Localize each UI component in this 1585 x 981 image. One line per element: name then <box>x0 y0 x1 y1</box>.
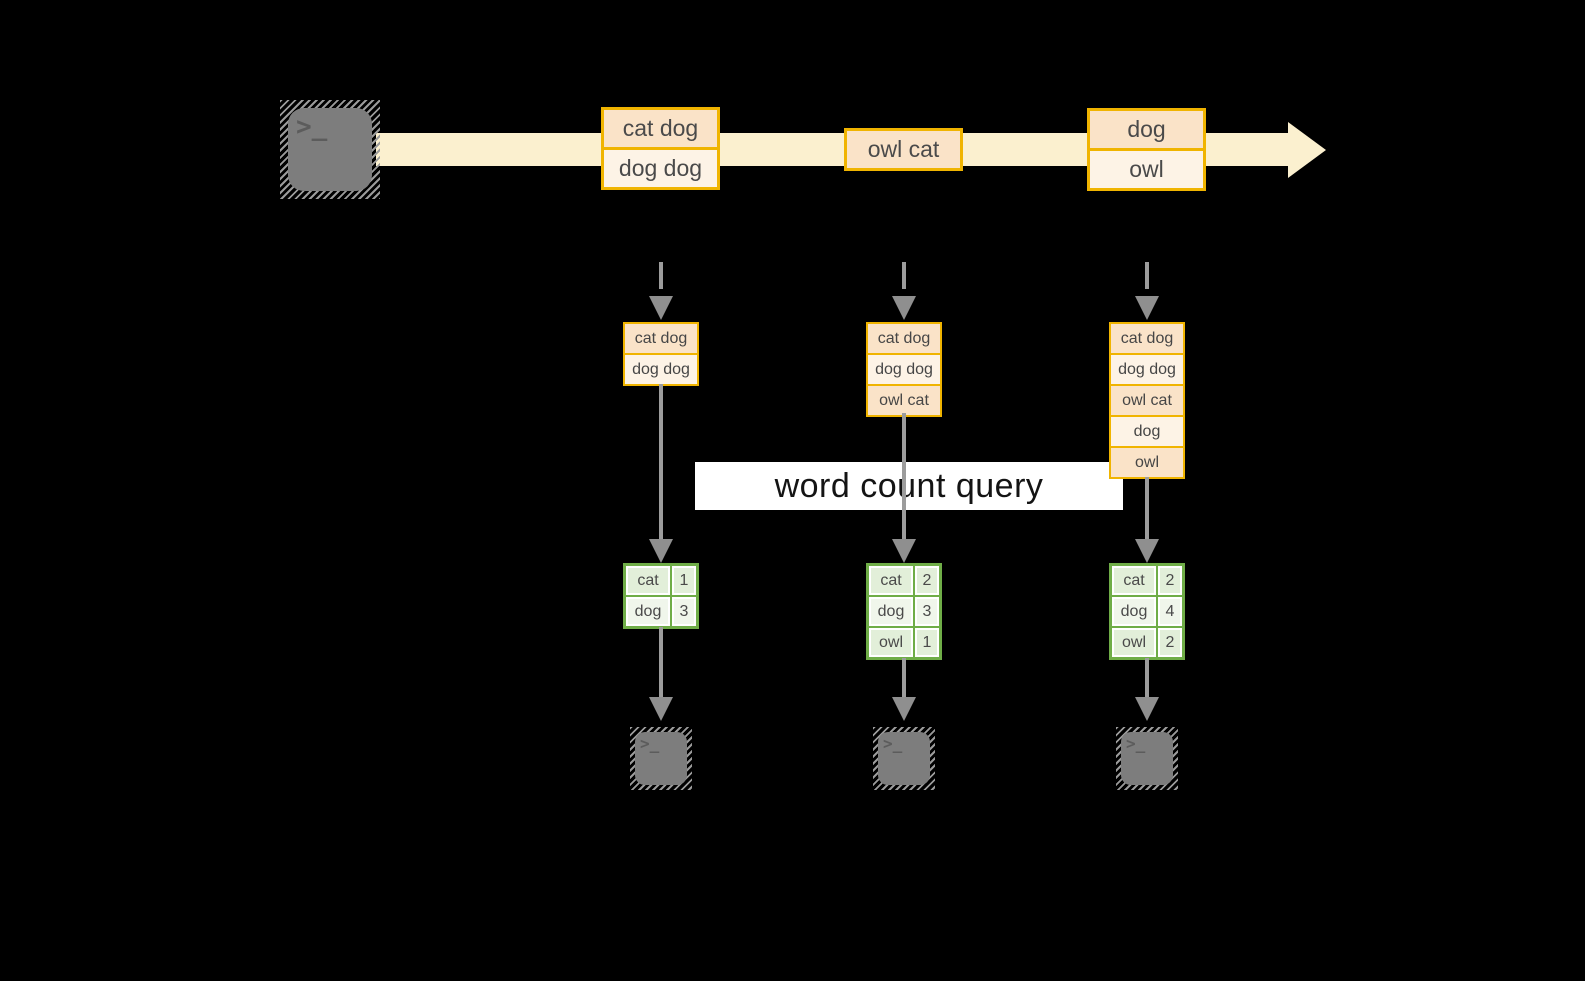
output-arrow-2 <box>902 658 906 697</box>
table-row: cat 1 <box>626 566 696 595</box>
buffered-record: dog dog <box>625 355 697 384</box>
buffered-record: dog dog <box>868 355 940 384</box>
word-cell: owl <box>1112 628 1156 657</box>
count-cell: 2 <box>915 566 939 595</box>
terminal-screen <box>1121 732 1173 785</box>
buffered-record: owl cat <box>868 386 940 415</box>
table-row: cat 2 <box>1112 566 1182 595</box>
word-cell: dog <box>869 597 913 626</box>
table-row: owl 2 <box>1112 628 1182 657</box>
buffered-record: cat dog <box>625 324 697 353</box>
terminal-icon: >_ <box>630 727 692 790</box>
record: cat dog <box>604 110 717 147</box>
buffer-stack-1: cat dog dog dog <box>623 322 699 386</box>
query-arrow-3 <box>1145 477 1149 540</box>
buffer-stack-3: cat dog dog dog owl cat dog owl <box>1109 322 1185 479</box>
ingest-arrow-1 <box>659 262 663 289</box>
query-arrow-2 <box>902 413 906 540</box>
record: dog <box>1090 111 1203 148</box>
stream-batch-2: owl cat <box>844 128 963 171</box>
terminal-screen <box>878 732 930 785</box>
table-row: cat 2 <box>869 566 939 595</box>
buffered-record: dog dog <box>1111 355 1183 384</box>
output-arrow-1 <box>659 627 663 697</box>
query-arrowhead-3-icon <box>1135 539 1159 563</box>
output-arrowhead-3-icon <box>1135 697 1159 721</box>
word-cell: cat <box>869 566 913 595</box>
terminal-screen <box>635 732 687 785</box>
buffered-record: cat dog <box>868 324 940 353</box>
terminal-icon: >_ <box>873 727 935 790</box>
query-arrowhead-1-icon <box>649 539 673 563</box>
count-cell: 1 <box>672 566 696 595</box>
ingest-arrowhead-3-icon <box>1135 296 1159 320</box>
word-cell: dog <box>626 597 670 626</box>
buffered-record: owl cat <box>1111 386 1183 415</box>
count-table-2: cat 2 dog 3 owl 1 <box>866 563 942 660</box>
ingest-arrow-2 <box>902 262 906 289</box>
count-table-1: cat 1 dog 3 <box>623 563 699 629</box>
query-label: word count query <box>695 462 1123 510</box>
count-cell: 3 <box>915 597 939 626</box>
buffered-record: owl <box>1111 448 1183 477</box>
stream-arrowhead-icon <box>1288 122 1326 178</box>
terminal-prompt-icon: >_ <box>296 112 328 142</box>
count-cell: 3 <box>672 597 696 626</box>
output-arrowhead-2-icon <box>892 697 916 721</box>
record: dog dog <box>604 150 717 187</box>
word-cell: dog <box>1112 597 1156 626</box>
output-arrow-3 <box>1145 658 1149 697</box>
query-arrowhead-2-icon <box>892 539 916 563</box>
ingest-arrow-3 <box>1145 262 1149 289</box>
terminal-prompt-icon: >_ <box>640 734 660 753</box>
buffered-record: dog <box>1111 417 1183 446</box>
buffered-record: cat dog <box>1111 324 1183 353</box>
query-arrow-1 <box>659 384 663 540</box>
table-row: dog 3 <box>869 597 939 626</box>
terminal-icon: >_ <box>280 100 380 199</box>
record: owl cat <box>847 131 960 168</box>
ingest-arrowhead-1-icon <box>649 296 673 320</box>
word-cell: cat <box>1112 566 1156 595</box>
count-table-3: cat 2 dog 4 owl 2 <box>1109 563 1185 660</box>
count-cell: 2 <box>1158 628 1182 657</box>
stream-batch-3: dog owl <box>1087 108 1206 191</box>
table-row: owl 1 <box>869 628 939 657</box>
terminal-screen <box>288 108 372 191</box>
word-cell: cat <box>626 566 670 595</box>
count-cell: 2 <box>1158 566 1182 595</box>
count-cell: 4 <box>1158 597 1182 626</box>
terminal-icon: >_ <box>1116 727 1178 790</box>
terminal-prompt-icon: >_ <box>883 734 903 753</box>
record: owl <box>1090 151 1203 188</box>
count-cell: 1 <box>915 628 939 657</box>
output-arrowhead-1-icon <box>649 697 673 721</box>
table-row: dog 4 <box>1112 597 1182 626</box>
ingest-arrowhead-2-icon <box>892 296 916 320</box>
stream-batch-1: cat dog dog dog <box>601 107 720 190</box>
terminal-prompt-icon: >_ <box>1126 734 1146 753</box>
table-row: dog 3 <box>626 597 696 626</box>
buffer-stack-2: cat dog dog dog owl cat <box>866 322 942 417</box>
word-cell: owl <box>869 628 913 657</box>
